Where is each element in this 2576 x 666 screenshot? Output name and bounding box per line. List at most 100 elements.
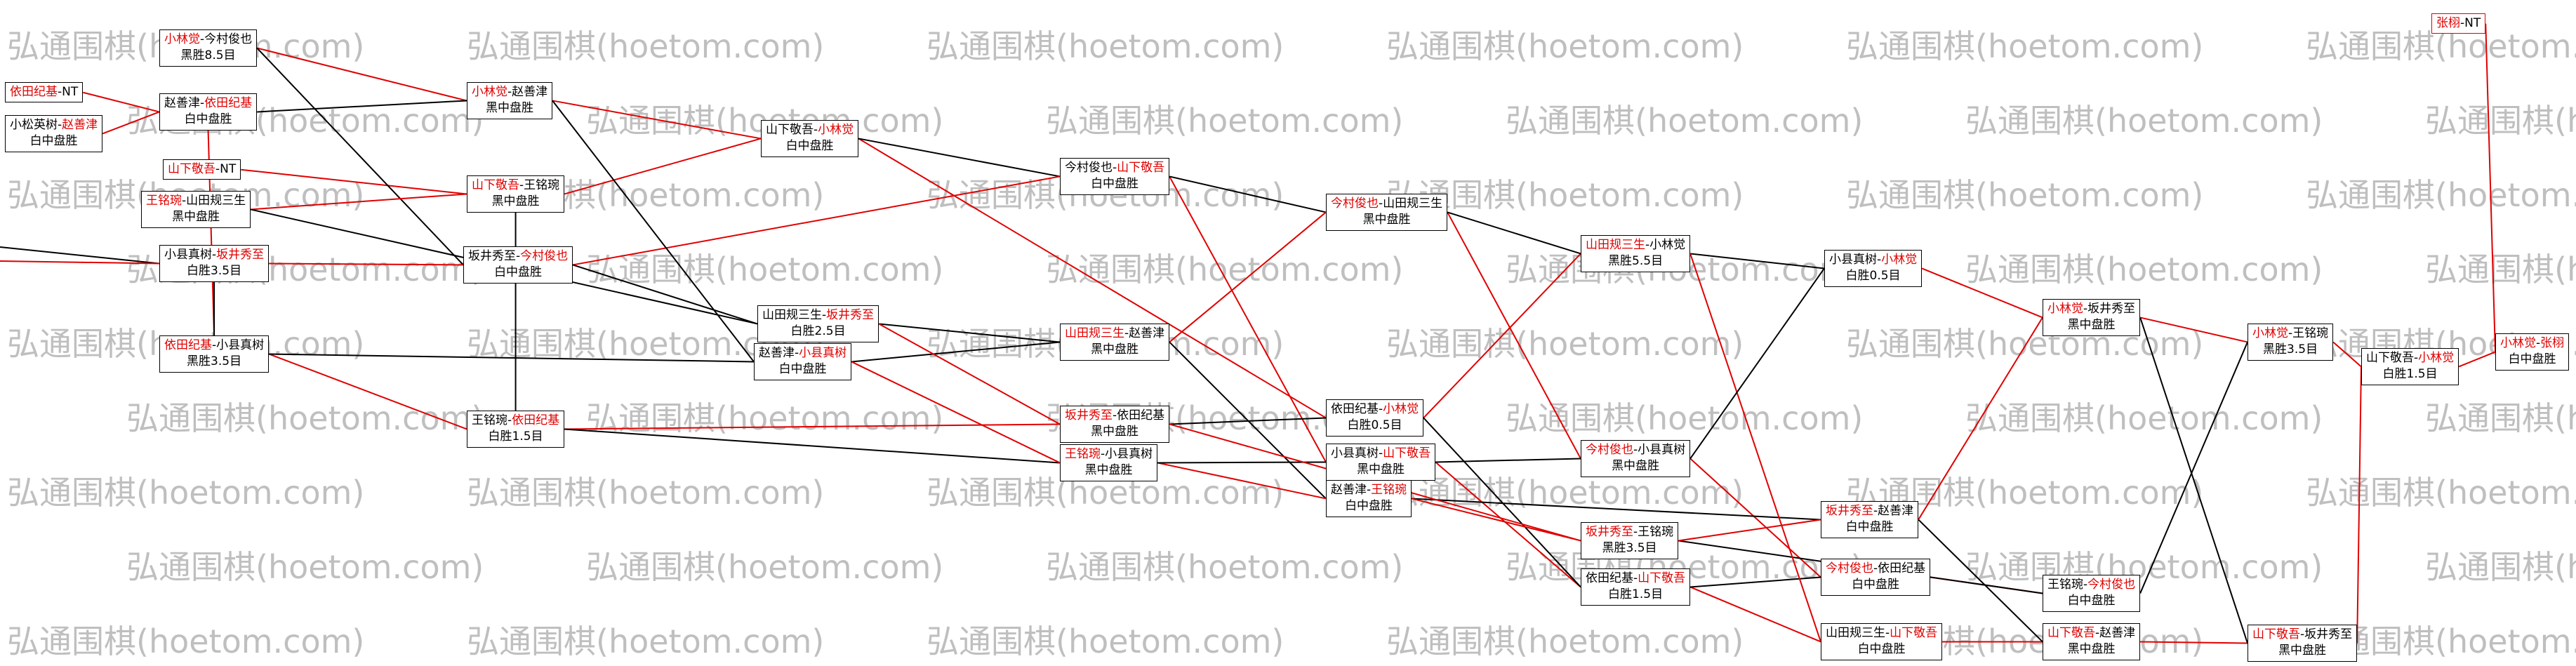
match-box[interactable]: 小林觉-张栩白中盘胜 xyxy=(2495,333,2570,371)
winner-name: 山下敬吾 xyxy=(1638,571,1686,585)
match-players: 山下敬吾-坂井秀至 xyxy=(2252,627,2352,643)
match-box[interactable]: 赵善津-王铭琬白中盘胜 xyxy=(1326,480,1412,517)
winner-name: 小林觉 xyxy=(1383,402,1419,416)
connector-line xyxy=(1423,253,1581,419)
winner-name: 山下敬吾 xyxy=(1890,626,1938,640)
match-result: 白中盘胜 xyxy=(1091,177,1139,192)
match-box[interactable]: 山下敬吾-赵善津黑中盘胜 xyxy=(2043,623,2141,660)
player-name: -王铭琬 xyxy=(2288,326,2329,340)
match-result: 黑胜8.5目 xyxy=(180,48,236,63)
match-box[interactable]: 山下敬吾-小林觉白中盘胜 xyxy=(761,120,859,157)
match-box[interactable]: 王铭琬-山田规三生黑中盘胜 xyxy=(141,191,251,228)
match-box[interactable]: 山下敬吾-小林觉白胜1.5目 xyxy=(2361,348,2459,385)
watermark-text: 弘通围棋(hoetom.com) xyxy=(1965,548,2323,586)
match-box[interactable]: 今村俊也-小县真树黑中盘胜 xyxy=(1581,440,1691,477)
winner-name: 坂井秀至 xyxy=(1586,525,1633,539)
match-box[interactable]: 山田规三生-坂井秀至白胜2.5目 xyxy=(757,305,879,342)
connector-line xyxy=(572,264,758,325)
match-players: 山田规三生-山下敬吾 xyxy=(1826,625,1937,641)
match-box[interactable]: 坂井秀至-赵善津白中盘胜 xyxy=(1821,501,1919,538)
match-players: 依田纪基-小林觉 xyxy=(1331,401,1419,418)
match-box[interactable]: 小县真树-小林觉白胜0.5目 xyxy=(1824,250,1923,287)
connector-line xyxy=(2140,641,2248,644)
watermark-text: 弘通围棋(hoetom.com) xyxy=(1965,102,2323,140)
match-result: 白中盘胜 xyxy=(494,265,543,280)
seed-box[interactable]: 山下敬吾-NT xyxy=(163,159,241,180)
match-box[interactable]: 小松英树-赵善津白中盘胜 xyxy=(5,115,103,152)
match-box[interactable]: 王铭琬-依田纪基白胜1.5目 xyxy=(467,411,565,448)
match-box[interactable]: 赵善津-依田纪基白中盘胜 xyxy=(159,93,258,131)
match-players: 今村俊也-依田纪基 xyxy=(1826,561,1925,577)
match-result: 白中盘胜 xyxy=(29,134,78,149)
winner-name: 坂井秀至 xyxy=(1826,504,1873,518)
player-name: 依田纪基- xyxy=(1586,571,1638,585)
match-result: 黑中盘胜 xyxy=(1091,425,1139,439)
winner-name: 山田规三生 xyxy=(1586,238,1645,252)
player-name: -赵善津 xyxy=(507,85,548,99)
player-name: -NT xyxy=(215,162,237,176)
watermark-text: 弘通围棋(hoetom.com) xyxy=(2425,548,2576,586)
match-box[interactable]: 今村俊也-依田纪基白中盘胜 xyxy=(1821,559,1931,596)
connector-line xyxy=(257,100,467,113)
match-players: 赵善津-依田纪基 xyxy=(164,95,252,112)
player-name: 小松英树- xyxy=(10,118,62,132)
match-box[interactable]: 坂井秀至-依田纪基黑中盘胜 xyxy=(1060,406,1170,443)
match-players: 今村俊也-山田规三生 xyxy=(1331,196,1442,212)
match-result: 白中盘胜 xyxy=(1845,520,1894,535)
player-name: -赵善津 xyxy=(1873,504,1914,518)
connector-line xyxy=(1423,417,1581,588)
player-name: 王铭琬- xyxy=(2047,578,2088,592)
watermark-text: 弘通围棋(hoetom.com) xyxy=(126,399,484,437)
match-box[interactable]: 小林觉-王铭琬黑胜3.5目 xyxy=(2248,324,2334,361)
match-box[interactable]: 小县真树-坂井秀至白胜3.5目 xyxy=(159,245,270,282)
connector-line xyxy=(1169,175,1327,213)
match-box[interactable]: 坂井秀至-今村俊也白中盘胜 xyxy=(463,246,573,284)
match-box[interactable]: 王铭琬-今村俊也白中盘胜 xyxy=(2043,575,2141,612)
match-box[interactable]: 今村俊也-山下敬吾白中盘胜 xyxy=(1060,158,1170,195)
match-box[interactable]: 依田纪基-小林觉白胜0.5目 xyxy=(1326,399,1424,437)
match-box[interactable]: 山下敬吾-坂井秀至黑中盘胜 xyxy=(2248,625,2358,662)
match-box[interactable]: 依田纪基-小县真树黑胜3.5目 xyxy=(159,335,270,373)
connector-line xyxy=(1678,519,1821,542)
connector-line xyxy=(1169,211,1327,343)
match-box[interactable]: 山田规三生-赵善津黑中盘胜 xyxy=(1060,324,1170,361)
match-players: 小林觉-赵善津 xyxy=(472,84,547,100)
match-box[interactable]: 王铭琬-小县真树黑中盘胜 xyxy=(1060,444,1158,481)
watermark-text: 弘通围棋(hoetom.com) xyxy=(1846,325,2204,363)
match-box[interactable]: 坂井秀至-王铭琬黑胜3.5目 xyxy=(1581,522,1679,559)
match-players: 依田纪基-NT xyxy=(10,84,78,100)
watermark-text: 弘通围棋(hoetom.com) xyxy=(7,622,365,660)
watermark-text: 弘通围棋(hoetom.com) xyxy=(1846,176,2204,214)
winner-name: 山下敬吾 xyxy=(472,178,519,192)
match-box[interactable]: 赵善津-小县真树白中盘胜 xyxy=(754,343,852,380)
match-players: 山田规三生-赵善津 xyxy=(1065,326,1164,342)
match-box[interactable]: 今村俊也-山田规三生黑中盘胜 xyxy=(1326,194,1448,231)
watermark-text: 弘通围棋(hoetom.com) xyxy=(2306,474,2576,512)
watermark-text: 弘通围棋(hoetom.com) xyxy=(927,27,1284,65)
match-result: 白胜1.5目 xyxy=(2382,367,2438,382)
connector-line xyxy=(2356,366,2362,644)
winner-name: 坂井秀至 xyxy=(826,308,875,322)
winner-name: 小林觉 xyxy=(1881,253,1918,267)
player-name: -小县真树 xyxy=(1633,443,1686,457)
winner-name: 坂井秀至 xyxy=(216,248,265,262)
match-box[interactable]: 山下敬吾-王铭琬黑中盘胜 xyxy=(467,175,565,213)
seed-box[interactable]: 依田纪基-NT xyxy=(5,82,84,103)
player-name: 山下敬吾- xyxy=(766,123,818,137)
match-box[interactable]: 山田规三生-山下敬吾白中盘胜 xyxy=(1821,623,1943,660)
match-players: 小林觉-张栩 xyxy=(2500,335,2564,352)
match-box[interactable]: 小林觉-坂井秀至黑中盘胜 xyxy=(2043,299,2141,336)
match-box[interactable]: 山田规三生-小林觉黑胜5.5目 xyxy=(1581,235,1691,272)
watermark-text: 弘通围棋(hoetom.com) xyxy=(467,474,825,512)
player-name: -依田纪基 xyxy=(1873,561,1926,575)
connector-line xyxy=(256,47,467,102)
match-box[interactable]: 小林觉-今村俊也黑胜8.5目 xyxy=(159,29,258,67)
match-box[interactable]: 小林觉-赵善津黑中盘胜 xyxy=(467,82,553,119)
connector-line xyxy=(102,111,160,135)
winner-name: 依田纪基 xyxy=(204,96,253,110)
match-box[interactable]: 依田纪基-山下敬吾白胜1.5目 xyxy=(1581,568,1691,606)
match-box[interactable]: 小县真树-山下敬吾黑中盘胜 xyxy=(1326,444,1436,481)
connector-line xyxy=(2332,341,2362,368)
seed-box[interactable]: 张栩-NT xyxy=(2431,13,2486,34)
match-players: 王铭琬-今村俊也 xyxy=(2047,577,2135,593)
